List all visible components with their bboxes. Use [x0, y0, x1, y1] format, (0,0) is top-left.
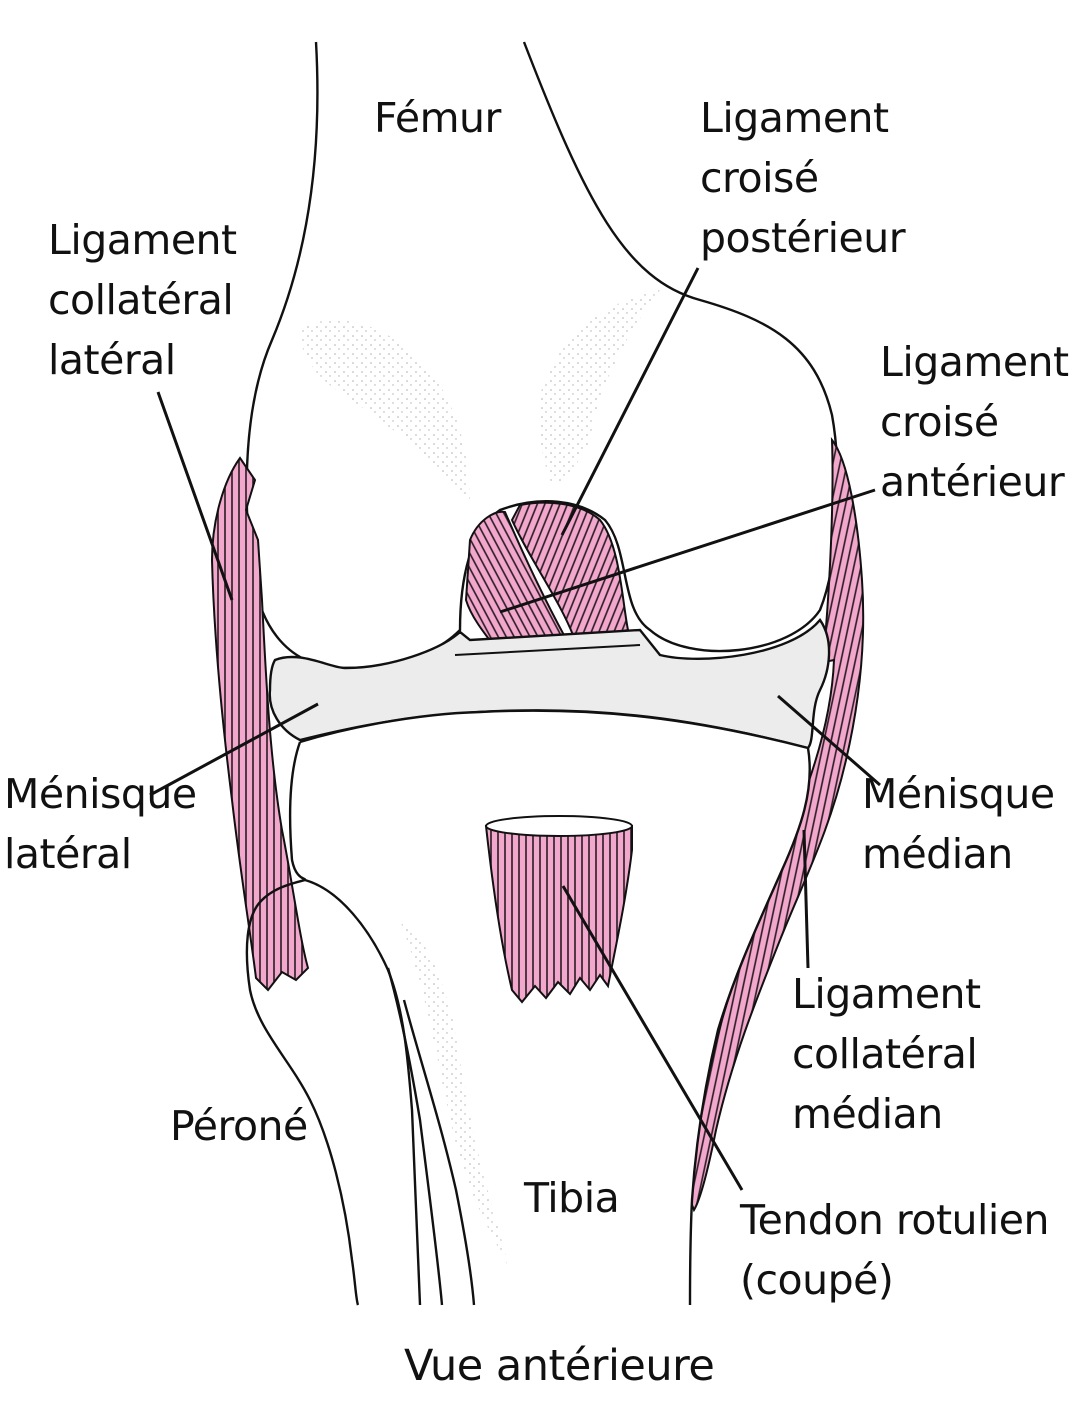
leader-acl — [499, 488, 876, 614]
anterior-cruciate-ligament — [464, 510, 577, 662]
label-tibia: Tibia — [524, 1174, 620, 1222]
medial-collateral-ligament — [686, 437, 865, 1213]
leader-mcl — [802, 829, 810, 969]
tibia-shading — [400, 920, 510, 1270]
leader-patellar-tendon — [561, 885, 744, 1191]
label-medial-collateral-ligament: Ligament collatéral médian — [792, 970, 981, 1138]
posterior-cruciate-ligament — [510, 501, 630, 642]
tibia-outline — [288, 709, 811, 1306]
label-fibula: Péroné — [170, 1102, 308, 1150]
leader-medial-meniscus — [777, 694, 881, 787]
leader-lateral-meniscus — [149, 702, 319, 797]
label-anterior-cruciate-ligament: Ligament croisé antérieur — [880, 338, 1069, 506]
femur-shading — [300, 290, 660, 505]
label-lateral-collateral-ligament: Ligament collatéral latéral — [48, 216, 237, 384]
tibia — [288, 709, 811, 1306]
label-posterior-cruciate-ligament: Ligament croisé postérieur — [700, 94, 906, 262]
leader-pcl — [560, 267, 700, 536]
lateral-collateral-ligament — [210, 456, 310, 992]
label-patellar-tendon: Tendon rotulien (coupé) — [740, 1196, 1050, 1304]
label-medial-meniscus: Ménisque médian — [862, 770, 1055, 878]
patellar-tendon-cut-surface — [485, 815, 633, 837]
patellar-tendon — [484, 815, 633, 1004]
label-lateral-meniscus: Ménisque latéral — [4, 770, 197, 878]
leader-lines — [149, 267, 881, 1191]
meniscus-band — [268, 618, 831, 750]
patellar-tendon-body — [484, 825, 633, 1004]
label-femur: Fémur — [374, 94, 501, 142]
fibula — [245, 878, 476, 1306]
meniscus-inner-line — [454, 644, 641, 656]
fibula-outline — [245, 878, 444, 1306]
view-caption: Vue antérieure — [404, 1341, 715, 1391]
leader-lcl — [156, 391, 234, 601]
